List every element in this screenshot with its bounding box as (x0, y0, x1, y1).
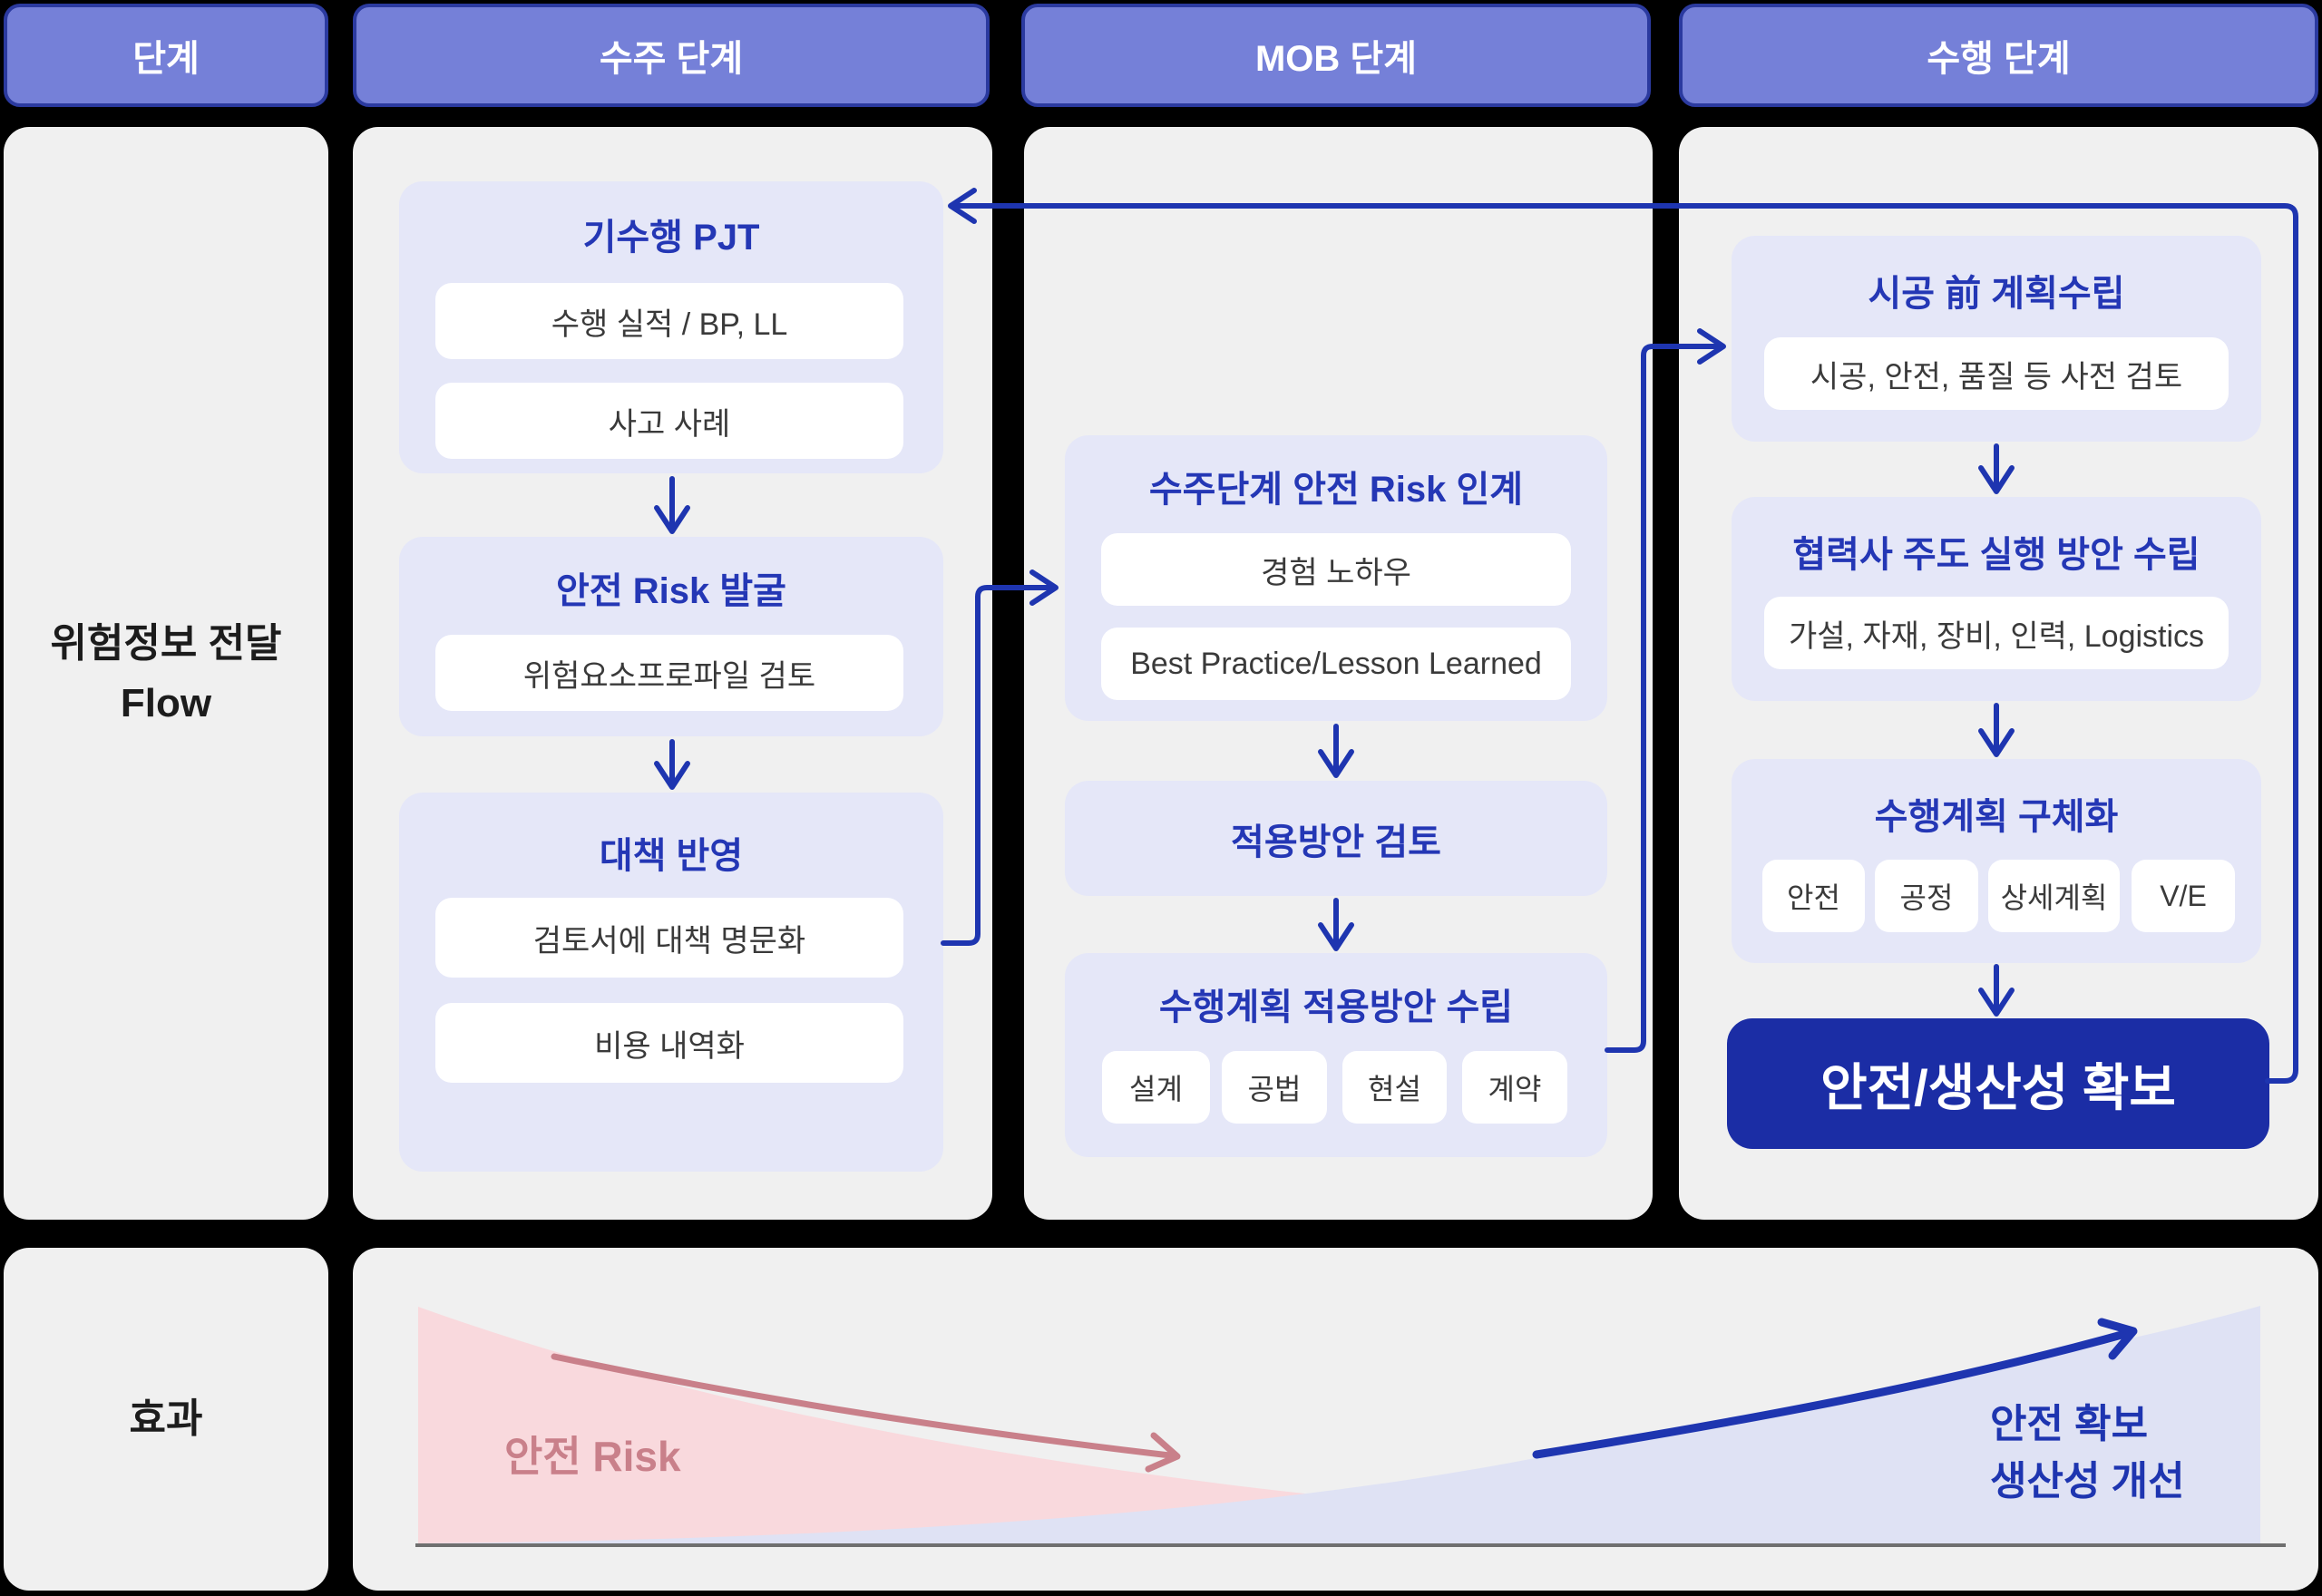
flow-box-detail-plan: 수행계획 구체화 안전 공정 상세계획 V/E (1732, 759, 2261, 963)
chip-method: 공법 (1222, 1051, 1327, 1124)
flow-item: 검토서에 대책 명문화 (435, 898, 903, 978)
effect-row-label: 효과 (129, 1396, 203, 1441)
flow-item: 경험 노하우 (1101, 533, 1571, 606)
flow-item: 수행 실적 / BP, LL (435, 283, 903, 359)
chart-label-safety-risk: 안전 Risk (504, 1433, 681, 1480)
flow-box-application-review-title: 적용방안 검토 (1231, 822, 1441, 862)
chip-design: 설계 (1102, 1051, 1210, 1124)
flow-box-partner-led-plan: 협력사 주도 실행 방안 수립 가설, 자재, 장비, 인력, Logistic… (1732, 497, 2261, 701)
flow-box-partner-led-plan-title: 협력사 주도 실행 방안 수립 (1792, 535, 2200, 575)
flow-box-execution-plan: 수행계획 적용방안 수립 설계 공법 현설 계약 (1065, 953, 1607, 1157)
flow-box-risk-discovery: 안전 Risk 발굴 위험요소프로파일 검토 (399, 537, 943, 736)
flow-item: 가설, 자재, 장비, 인력, Logistics (1764, 597, 2229, 669)
flow-box-execution-plan-title: 수행계획 적용방안 수립 (1158, 988, 1514, 1027)
flow-item: Best Practice/Lesson Learned (1101, 628, 1571, 700)
flow-item: 위험요소프로파일 검토 (435, 635, 903, 711)
final-box-label: 안전/생산성 확보 (1820, 1058, 2176, 1116)
flow-box-pre-construction: 시공 前 계획수립 시공, 안전, 품질 등 사전 검토 (1732, 236, 2261, 442)
chip-detail-schedule: 상세계획 (1988, 860, 2120, 932)
chip-site-survey: 현설 (1342, 1051, 1447, 1124)
stage-header-bid: 수주 단계 (353, 4, 990, 107)
flow-box-countermeasure: 대책 반영 검토서에 대책 명문화 비용 내역화 (399, 793, 943, 1172)
flow-item: 비용 내역화 (435, 1003, 903, 1083)
flow-box-countermeasure-title: 대책 반영 (599, 836, 744, 876)
stage-header-execution-label: 수행 단계 (1927, 39, 2071, 79)
chip-process: 공정 (1875, 860, 1978, 932)
flow-box-risk-handover: 수주단계 안전 Risk 인계 경험 노하우 Best Practice/Les… (1065, 435, 1607, 721)
flow-box-risk-discovery-title: 안전 Risk 발굴 (556, 571, 786, 611)
flow-box-pre-construction-title: 시공 前 계획수립 (1868, 274, 2125, 314)
stage-header-mob-label: MOB 단계 (1254, 39, 1418, 79)
flow-item: 시공, 안전, 품질 등 사전 검토 (1764, 337, 2229, 410)
chart-label-productivity-improved: 생산성 개선 (1990, 1459, 2185, 1504)
chip-contract: 계약 (1462, 1051, 1567, 1124)
chip-ve: V/E (2132, 860, 2235, 932)
final-box-safety-productivity: 안전/생산성 확보 (1727, 1018, 2269, 1149)
panel-effect-row-label: 효과 (4, 1248, 328, 1591)
flow-box-prior-pjt-title: 기수행 PJT (582, 218, 760, 258)
flow-row-label-line1: 위험정보 전달 (50, 620, 282, 666)
flow-item: 사고 사례 (435, 383, 903, 459)
flow-box-application-review: 적용방안 검토 (1065, 781, 1607, 896)
stage-header-step-label: 단계 (132, 39, 200, 79)
flow-box-detail-plan-title: 수행계획 구체화 (1874, 797, 2119, 837)
chart-label-safety-secured: 안전 확보 (1990, 1402, 2149, 1446)
stage-header-bid-label: 수주 단계 (599, 39, 744, 79)
flow-box-prior-pjt: 기수행 PJT 수행 실적 / BP, LL 사고 사례 (399, 181, 943, 473)
stage-header-step: 단계 (4, 4, 328, 107)
chip-safety: 안전 (1762, 860, 1865, 932)
flow-box-risk-handover-title: 수주단계 안전 Risk 인계 (1148, 470, 1524, 510)
stage-header-execution: 수행 단계 (1679, 4, 2318, 107)
flow-row-label-line2: Flow (120, 680, 212, 725)
panel-flow-row-label: 위험정보 전달 Flow (4, 127, 328, 1220)
stage-header-mob: MOB 단계 (1021, 4, 1651, 107)
